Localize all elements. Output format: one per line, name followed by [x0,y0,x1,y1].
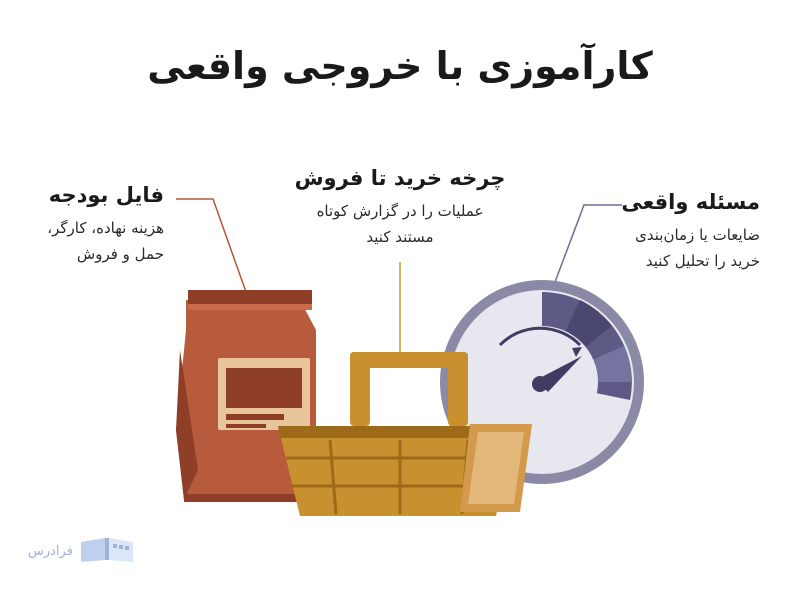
callout-problem-desc-line1: ضایعات یا زمان‌بندی [635,226,760,244]
callout-cycle-heading: چرخه خرید تا فروش [294,166,506,190]
brand-logo-text: فرادرس [28,543,73,559]
brand-logo: فرادرس [28,534,135,568]
callout-budget-desc-line2: حمل و فروش [76,245,164,263]
callout-problem-desc-line2: خرید را تحلیل کنید [645,252,760,270]
connector-problem [551,204,622,291]
page-title: کارآموزی با خروجی واقعی [147,44,653,88]
connector-budget [176,198,247,293]
wooden-crate [278,352,532,516]
callout-budget: فایل بودجه هزینه نهاده، کارگر، حمل و فرو… [47,183,164,267]
callout-problem: مسئله واقعی ضایعات یا زمان‌بندی خرید را … [621,190,760,274]
callout-problem-heading: مسئله واقعی [621,190,760,214]
callout-budget-heading: فایل بودجه [48,183,164,207]
callout-problem-desc: ضایعات یا زمان‌بندی خرید را تحلیل کنید [621,222,760,274]
feed-bag [176,290,316,502]
callout-budget-desc-line1: هزینه نهاده، کارگر، [47,219,164,237]
callout-cycle: چرخه خرید تا فروش عملیات را در گزارش کوت… [250,166,550,250]
callout-budget-desc: هزینه نهاده، کارگر، حمل و فروش [47,215,164,267]
callout-cycle-desc-line1: عملیات را در گزارش کوتاه [316,202,484,220]
callout-cycle-desc-line2: مستند کنید [366,228,434,246]
callout-cycle-desc: عملیات را در گزارش کوتاه مستند کنید [250,198,550,250]
open-book-icon [79,534,135,568]
